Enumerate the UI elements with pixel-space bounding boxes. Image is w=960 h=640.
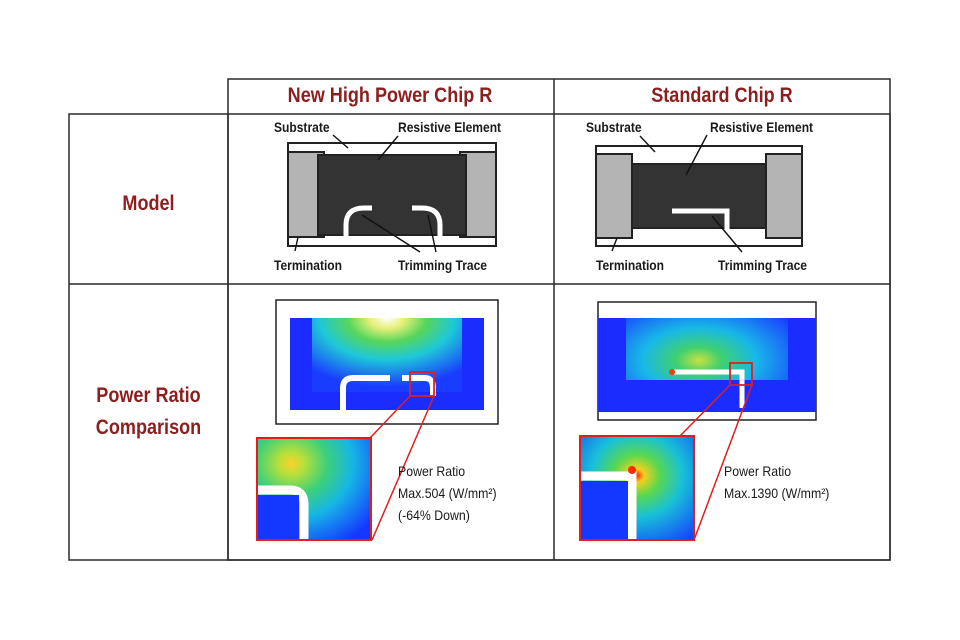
result-standard-line1: Power Ratio: [724, 463, 792, 479]
row-label-power-ratio-line1: Power Ratio: [96, 384, 201, 407]
result-new-line1: Power Ratio: [398, 463, 466, 479]
column-header-new: New High Power Chip R: [287, 84, 493, 107]
label-termination-standard: Termination: [596, 257, 665, 273]
model-new-chip: [287, 142, 497, 247]
zoom-new: [256, 437, 372, 541]
label-resistive-standard: Resistive Element: [710, 119, 814, 135]
column-header-standard: Standard Chip R: [651, 84, 793, 107]
label-substrate-standard: Substrate: [586, 119, 642, 135]
result-standard: Power Ratio Max.1390 (W/mm²): [724, 460, 829, 504]
table-grid: [68, 78, 891, 561]
row-label-power-ratio: Power Ratio Comparison: [80, 380, 217, 444]
zoom-standard: [579, 435, 695, 541]
sim-standard-chip: [597, 301, 817, 421]
result-new-line3: (-64% Down): [398, 507, 470, 523]
label-termination-new: Termination: [274, 257, 343, 273]
leaders-new: [294, 134, 437, 253]
callout-lines-new: [369, 395, 435, 541]
result-new: Power Ratio Max.504 (W/mm²) (-64% Down): [398, 460, 497, 526]
label-resistive-new: Resistive Element: [398, 119, 502, 135]
result-new-line2: Max.504 (W/mm²): [398, 485, 497, 501]
leaders-standard: [611, 134, 743, 253]
label-trimming-standard: Trimming Trace: [718, 257, 807, 273]
model-standard-chip: [595, 145, 803, 247]
callout-lines-standard: [679, 384, 753, 541]
sim-new-chip: [275, 299, 499, 425]
row-label-model: Model: [122, 192, 175, 215]
label-substrate-new: Substrate: [274, 119, 330, 135]
result-standard-line2: Max.1390 (W/mm²): [724, 485, 830, 501]
row-label-power-ratio-line2: Comparison: [95, 416, 202, 439]
label-trimming-new: Trimming Trace: [398, 257, 487, 273]
